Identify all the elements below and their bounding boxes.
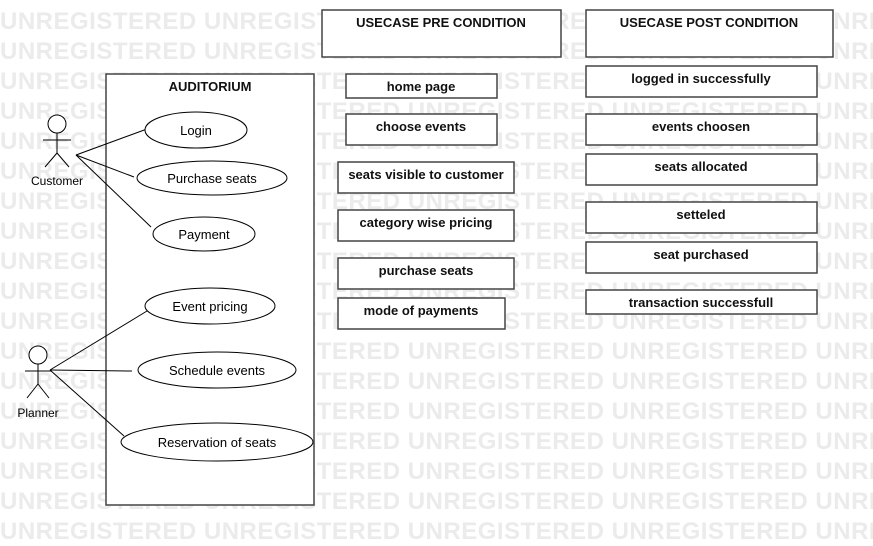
pre-condition-header: USECASE PRE CONDITION: [321, 9, 562, 58]
pre-condition-text: seats visible to customer: [348, 167, 503, 182]
post-condition-item: transaction successfull: [585, 289, 818, 315]
pre-condition-title: USECASE PRE CONDITION: [356, 15, 526, 30]
association-customer-purchase-seats: [75, 154, 135, 178]
actor-head: [47, 114, 67, 134]
pre-condition-item: mode of payments: [337, 297, 506, 330]
actor-left-leg: [44, 152, 58, 168]
actor-right-leg: [56, 152, 70, 168]
post-condition-item: events choosen: [585, 113, 818, 146]
post-condition-text: transaction successfull: [629, 295, 774, 310]
association-planner-schedule-events: [49, 369, 133, 372]
use-case-label: Event pricing: [172, 299, 247, 314]
pre-condition-text: home page: [387, 79, 456, 94]
actor-planner-label: Planner: [17, 406, 58, 420]
post-condition-header: USECASE POST CONDITION: [585, 9, 834, 58]
association-planner-reservation: [49, 369, 125, 437]
use-case-event-pricing[interactable]: Event pricing: [144, 287, 276, 325]
actor-left-leg: [26, 383, 39, 399]
pre-condition-item: choose events: [345, 113, 498, 146]
use-case-login[interactable]: Login: [144, 111, 248, 149]
actor-customer-label: Customer: [31, 174, 83, 188]
post-condition-text: seats allocated: [654, 159, 747, 174]
actor-planner[interactable]: [25, 345, 51, 399]
actor-customer[interactable]: [43, 114, 71, 168]
use-case-label: Payment: [178, 227, 230, 242]
pre-condition-text: choose events: [376, 119, 466, 134]
use-case-reservation-of-seats[interactable]: Reservation of seats: [120, 422, 314, 462]
use-case-label: Login: [180, 123, 212, 138]
use-case-label: Purchase seats: [167, 171, 257, 186]
post-condition-item: setteled: [585, 201, 818, 234]
post-condition-text: logged in successfully: [631, 71, 771, 86]
associations: [49, 128, 152, 437]
pre-condition-item: purchase seats: [337, 257, 515, 290]
use-case-payment[interactable]: Payment: [152, 216, 256, 252]
use-case-label: Reservation of seats: [158, 435, 277, 450]
actor-right-leg: [37, 383, 50, 399]
post-condition-title: USECASE POST CONDITION: [620, 15, 798, 30]
association-planner-event-pricing: [49, 310, 148, 371]
post-condition-text: events choosen: [652, 119, 750, 134]
post-condition-item: seat purchased: [585, 241, 818, 274]
pre-condition-text: mode of payments: [364, 303, 479, 318]
pre-condition-text: purchase seats: [379, 263, 474, 278]
use-case-schedule-events[interactable]: Schedule events: [137, 351, 297, 389]
use-case-label: Schedule events: [169, 363, 266, 378]
pre-condition-item: category wise pricing: [337, 209, 515, 242]
post-condition-text: setteled: [676, 207, 725, 222]
watermark-line: UNREGISTERED UNREGISTERED UNREGISTERED U…: [0, 518, 873, 545]
pre-condition-item: home page: [345, 73, 498, 99]
post-condition-item: logged in successfully: [585, 65, 818, 98]
pre-condition-item: seats visible to customer: [337, 161, 515, 194]
post-condition-item: seats allocated: [585, 153, 818, 186]
system-title: AUDITORIUM: [169, 79, 252, 94]
use-case-purchase-seats[interactable]: Purchase seats: [136, 160, 288, 196]
actor-head: [28, 345, 48, 365]
association-customer-payment: [75, 154, 152, 228]
post-condition-text: seat purchased: [653, 247, 748, 262]
pre-condition-text: category wise pricing: [360, 215, 493, 230]
association-customer-login: [75, 128, 148, 156]
